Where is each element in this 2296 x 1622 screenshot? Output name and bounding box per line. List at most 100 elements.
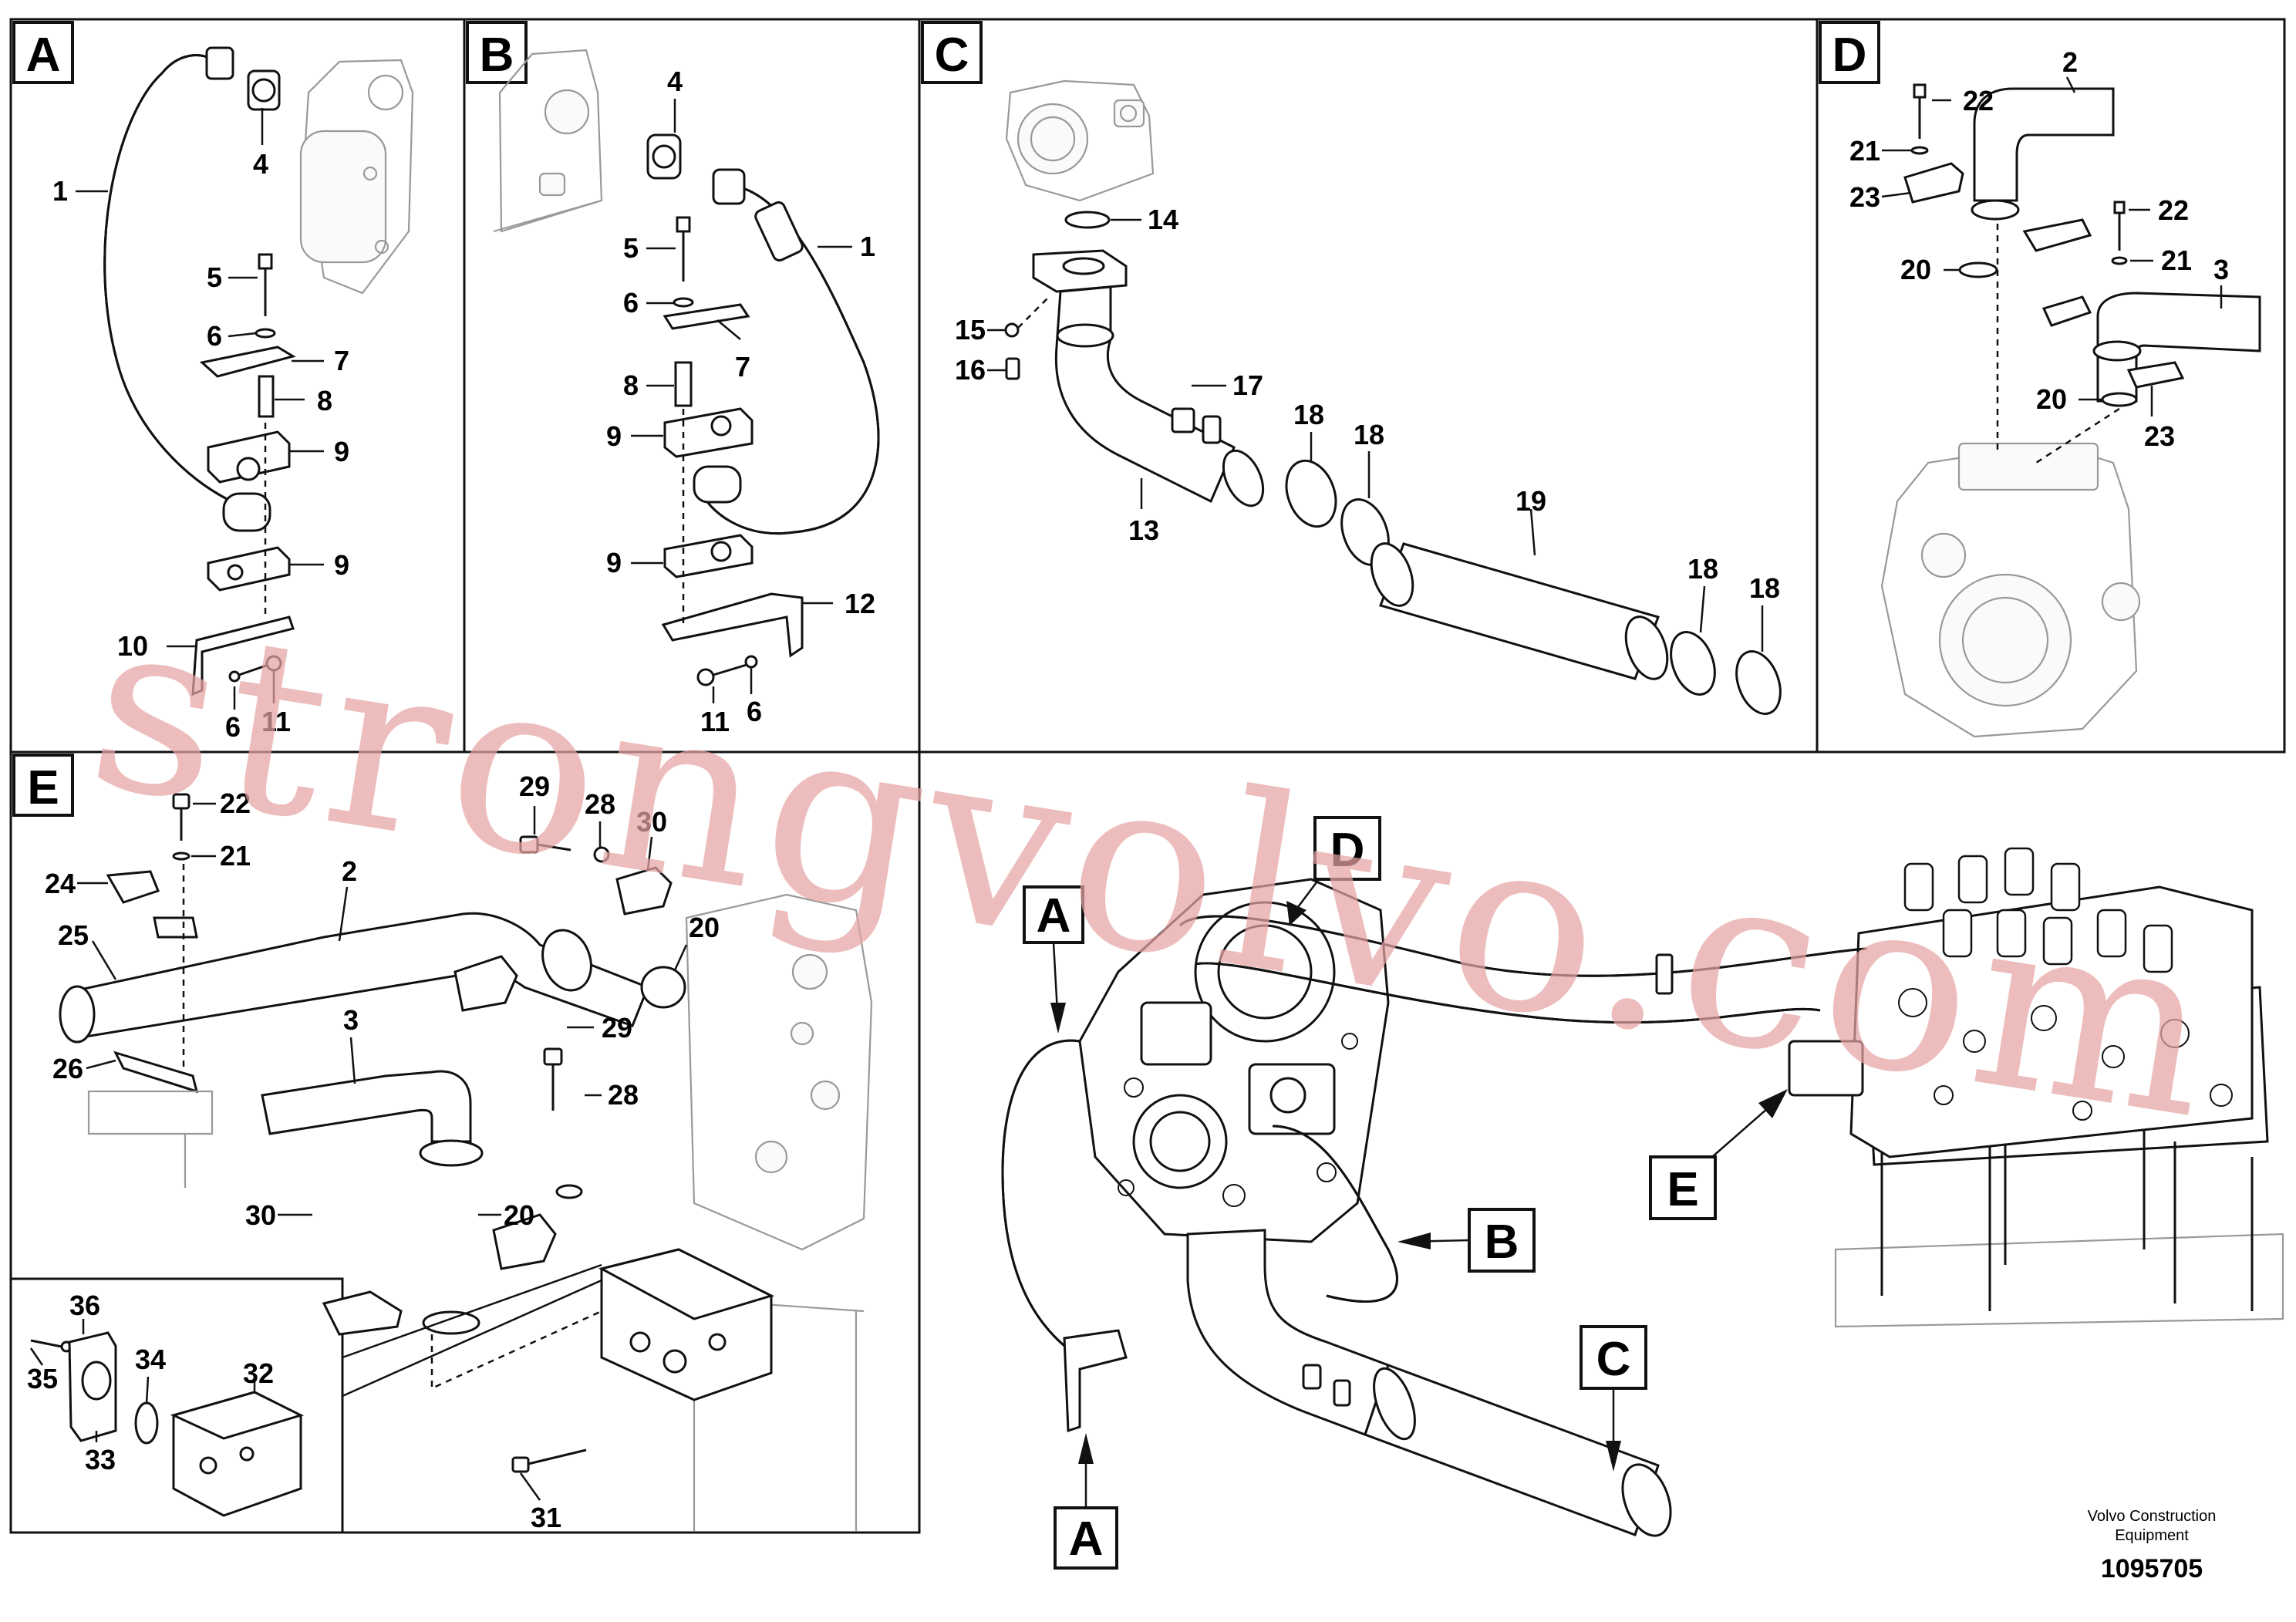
svg-text:E: E [1667,1163,1698,1216]
svg-text:3: 3 [2213,254,2229,285]
svg-text:23: 23 [2144,420,2175,452]
svg-text:13: 13 [1128,514,1159,546]
svg-text:11: 11 [261,706,291,737]
panel-e-callouts: 22 21 24 29 28 30 2 25 20 3 29 26 28 30 … [27,771,720,1533]
tag-b: B [1397,1208,1536,1273]
tag-d: D [1286,816,1381,926]
svg-text:20: 20 [689,912,720,943]
svg-text:7: 7 [334,345,349,376]
svg-text:4: 4 [253,148,268,180]
svg-text:6: 6 [207,320,222,352]
svg-text:D: D [1832,29,1867,82]
svg-text:30: 30 [636,806,667,838]
svg-text:21: 21 [2161,244,2192,276]
svg-text:A: A [1037,889,1071,943]
svg-text:2: 2 [342,855,357,887]
footer: Volvo Construction Equipment 1095705 [2088,1508,2217,1583]
svg-text:33: 33 [85,1444,116,1475]
panel-b-callouts: 4 1 5 6 7 8 9 9 12 11 6 [606,66,875,737]
svg-text:4: 4 [667,66,683,97]
panel-label-A: A [12,21,74,84]
svg-text:18: 18 [1749,572,1780,604]
svg-text:1095705: 1095705 [2101,1554,2203,1583]
svg-text:2: 2 [2062,46,2078,78]
svg-text:31: 31 [531,1502,561,1533]
panel-c-drawing [1004,79,1782,715]
panel-d-callouts: 22 2 21 23 22 20 21 3 20 23 [1849,46,2229,452]
svg-text:15: 15 [955,314,986,346]
svg-text:14: 14 [1148,204,1178,235]
svg-text:25: 25 [58,919,89,951]
svg-text:23: 23 [1849,181,1880,213]
svg-text:E: E [27,761,59,814]
panel-c-callouts: 14 15 16 17 18 18 13 19 18 18 [955,204,1780,652]
svg-text:20: 20 [2036,383,2067,415]
svg-text:A: A [1069,1512,1104,1566]
svg-text:10: 10 [117,630,148,662]
svg-text:36: 36 [69,1290,100,1321]
svg-text:29: 29 [602,1012,632,1044]
svg-text:34: 34 [135,1344,166,1375]
svg-text:6: 6 [225,711,241,743]
svg-text:5: 5 [207,261,222,293]
svg-text:20: 20 [1900,254,1931,285]
svg-text:28: 28 [585,788,615,820]
svg-text:19: 19 [1515,485,1546,517]
svg-text:17: 17 [1232,369,1263,401]
panel-d-drawing [1880,83,2261,738]
svg-text:C: C [1596,1333,1631,1386]
svg-text:18: 18 [1687,553,1718,585]
svg-text:D: D [1330,824,1365,877]
svg-text:18: 18 [1354,419,1384,450]
tag-c: C [1580,1325,1647,1472]
tag-e: E [1649,1089,1788,1220]
svg-text:22: 22 [220,787,251,819]
svg-text:B: B [1485,1216,1519,1269]
panel-frames [9,18,2286,1534]
svg-text:22: 22 [1963,85,1994,116]
svg-text:3: 3 [343,1004,359,1036]
svg-text:6: 6 [747,696,762,727]
svg-text:16: 16 [955,354,986,386]
svg-text:30: 30 [245,1199,276,1231]
svg-text:A: A [26,29,61,82]
panel-label-E: E [12,754,74,817]
tag-a-top: A [1023,885,1084,1034]
tag-a-bottom: A [1054,1433,1118,1570]
panel-a-drawing [103,46,414,696]
svg-text:21: 21 [1849,135,1880,167]
svg-text:9: 9 [334,436,349,467]
svg-text:9: 9 [606,547,622,578]
svg-text:C: C [935,29,969,82]
svg-text:8: 8 [317,385,332,416]
svg-text:6: 6 [623,287,639,319]
panel-a-callouts: 1 4 5 6 7 8 9 9 10 6 11 [52,108,349,743]
panel-label-C: C [921,21,983,84]
svg-text:18: 18 [1293,399,1324,430]
panel-label-B: B [466,21,528,84]
svg-text:7: 7 [735,351,750,383]
svg-text:22: 22 [2158,194,2189,226]
main-assembly-drawing [1001,847,2284,1537]
svg-text:29: 29 [519,771,550,802]
svg-text:B: B [480,29,514,82]
svg-text:5: 5 [623,232,639,264]
svg-text:24: 24 [45,868,76,899]
svg-text:28: 28 [608,1079,639,1111]
svg-text:12: 12 [845,588,875,619]
svg-text:26: 26 [52,1053,83,1084]
svg-text:21: 21 [220,840,251,872]
svg-text:20: 20 [504,1199,534,1231]
svg-text:32: 32 [243,1357,274,1389]
svg-text:11: 11 [700,706,730,737]
svg-text:1: 1 [52,175,68,207]
svg-text:1: 1 [860,231,875,262]
svg-text:9: 9 [334,549,349,581]
panel-label-D: D [1819,21,1880,84]
panel-b-drawing [493,49,880,686]
svg-text:9: 9 [606,420,622,452]
svg-text:Volvo Construction: Volvo Construction [2088,1508,2217,1525]
svg-text:35: 35 [27,1363,58,1394]
svg-text:8: 8 [623,369,639,401]
